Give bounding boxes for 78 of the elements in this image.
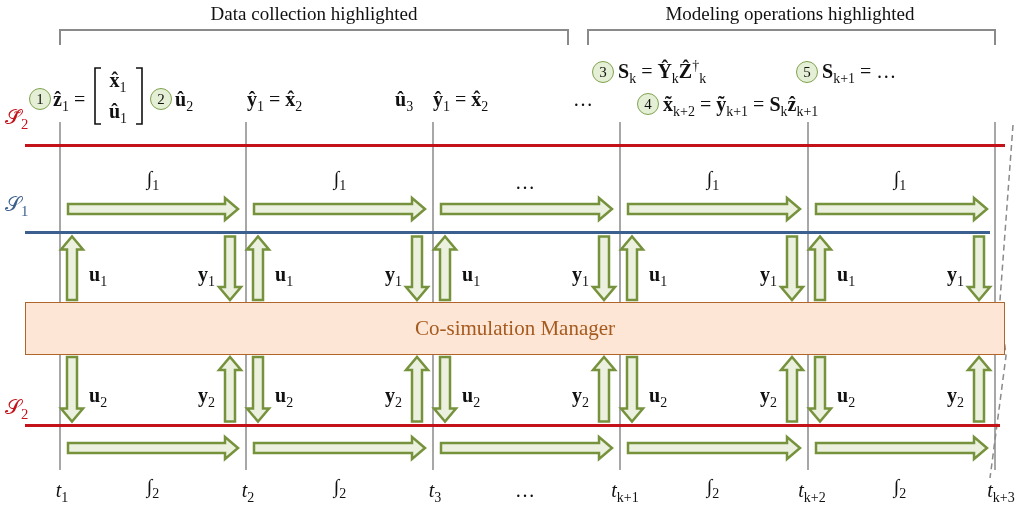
edge-label: y$_{1}$: [572, 262, 589, 286]
formula: û$_{3}$: [395, 87, 414, 111]
time-label: t$_{k+3}$: [987, 478, 1015, 502]
integral-label: ∫$_{2}$: [333, 474, 347, 498]
block-arrow: [58, 234, 86, 302]
step-number-circle: 1: [29, 88, 51, 110]
step-number-circle: 4: [637, 93, 659, 115]
bracket-title: Modeling operations highlighted: [665, 3, 915, 25]
formula: x̃$_{k+2}$ = ỹ$_{k+1}$ = S$_{k}$ẑ$_{k+1}$: [663, 92, 819, 116]
manager-box: [25, 302, 1005, 355]
integral-label: ∫$_{2}$: [706, 474, 720, 498]
matrix-entry: û$_{1}$: [108, 99, 128, 123]
edge-label: y$_{1}$: [947, 262, 964, 286]
edge-label: u$_{2}$: [837, 383, 856, 407]
block-arrow: [618, 234, 646, 302]
edge-label: y$_{2}$: [760, 383, 777, 407]
block-arrow: [806, 234, 834, 302]
integral-label: ∫$_{2}$: [146, 474, 160, 498]
ellipsis: …: [515, 170, 535, 194]
edge-label: u$_{1}$: [649, 262, 668, 286]
integral-label: ∫$_{1}$: [146, 166, 160, 190]
block-arrow: [403, 235, 431, 302]
formula: ẑ$_{1}$ =: [53, 87, 86, 111]
edge-label: y$_{2}$: [947, 383, 964, 407]
edge-label: y$_{2}$: [198, 383, 215, 407]
block-arrow: [965, 355, 993, 423]
block-arrow: [431, 234, 459, 302]
block-arrow: [58, 355, 86, 424]
ellipsis: …: [515, 478, 535, 502]
block-arrow: [244, 355, 272, 424]
block-arrow: [216, 355, 244, 423]
edge-label: u$_{2}$: [275, 383, 294, 407]
formula: ŷ$_{1}$ = x̂$_{2}$: [433, 87, 489, 111]
subsystem-label: 𝒮̃$_{2}$: [5, 106, 29, 130]
integral-label: ∫$_{1}$: [333, 166, 347, 190]
subsystem-label: 𝒮$_{2}$: [5, 396, 29, 420]
block-arrow: [778, 355, 806, 423]
edge-label: u$_{1}$: [462, 262, 481, 286]
block-arrow: [216, 235, 244, 302]
ellipsis: …: [573, 87, 593, 111]
integral-label: ∫$_{1}$: [893, 166, 907, 190]
block-arrow: [244, 234, 272, 302]
integral-label: ∫$_{1}$: [706, 166, 720, 190]
step-number-circle: 5: [796, 61, 818, 83]
edge-label: u$_{1}$: [89, 262, 108, 286]
time-label: t$_{k+2}$: [798, 478, 826, 502]
time-label: t$_{3}$: [428, 478, 442, 502]
block-arrow: [431, 355, 459, 424]
time-label: t$_{k+1}$: [611, 478, 639, 502]
edge-label: u$_{1}$: [275, 262, 294, 286]
edge-label: y$_{2}$: [572, 383, 589, 407]
matrix-entry: x̂$_{1}$: [109, 68, 127, 92]
subsystem-label: 𝒮$_{1}$: [5, 193, 29, 217]
time-label: t$_{1}$: [55, 478, 69, 502]
integral-label: ∫$_{2}$: [893, 474, 907, 498]
edge-label: u$_{2}$: [89, 383, 108, 407]
edge-label: y$_{2}$: [385, 383, 402, 407]
formula: ŷ$_{1}$ = x̂$_{2}$: [247, 87, 303, 111]
edge-label: y$_{1}$: [760, 262, 777, 286]
edge-label: y$_{1}$: [198, 262, 215, 286]
block-arrow: [590, 235, 618, 302]
block-arrow: [618, 355, 646, 424]
formula: S$_{k+1}$ = …: [822, 59, 897, 83]
block-arrow: [778, 235, 806, 302]
block-arrow: [965, 235, 993, 302]
bracket-title: Data collection highlighted: [210, 3, 418, 25]
block-arrow: [806, 355, 834, 424]
formula: û$_{2}$: [175, 87, 194, 111]
step-number-circle: 3: [592, 61, 614, 83]
manager-label: Co-simulation Manager: [414, 316, 615, 341]
time-label: t$_{2}$: [241, 478, 255, 502]
edge-label: u$_{2}$: [462, 383, 481, 407]
step-number-circle: 2: [150, 88, 172, 110]
edge-label: y$_{1}$: [385, 262, 402, 286]
edge-label: u$_{1}$: [837, 262, 856, 286]
block-arrow: [403, 355, 431, 423]
edge-label: u$_{2}$: [649, 383, 668, 407]
block-arrow: [590, 355, 618, 423]
